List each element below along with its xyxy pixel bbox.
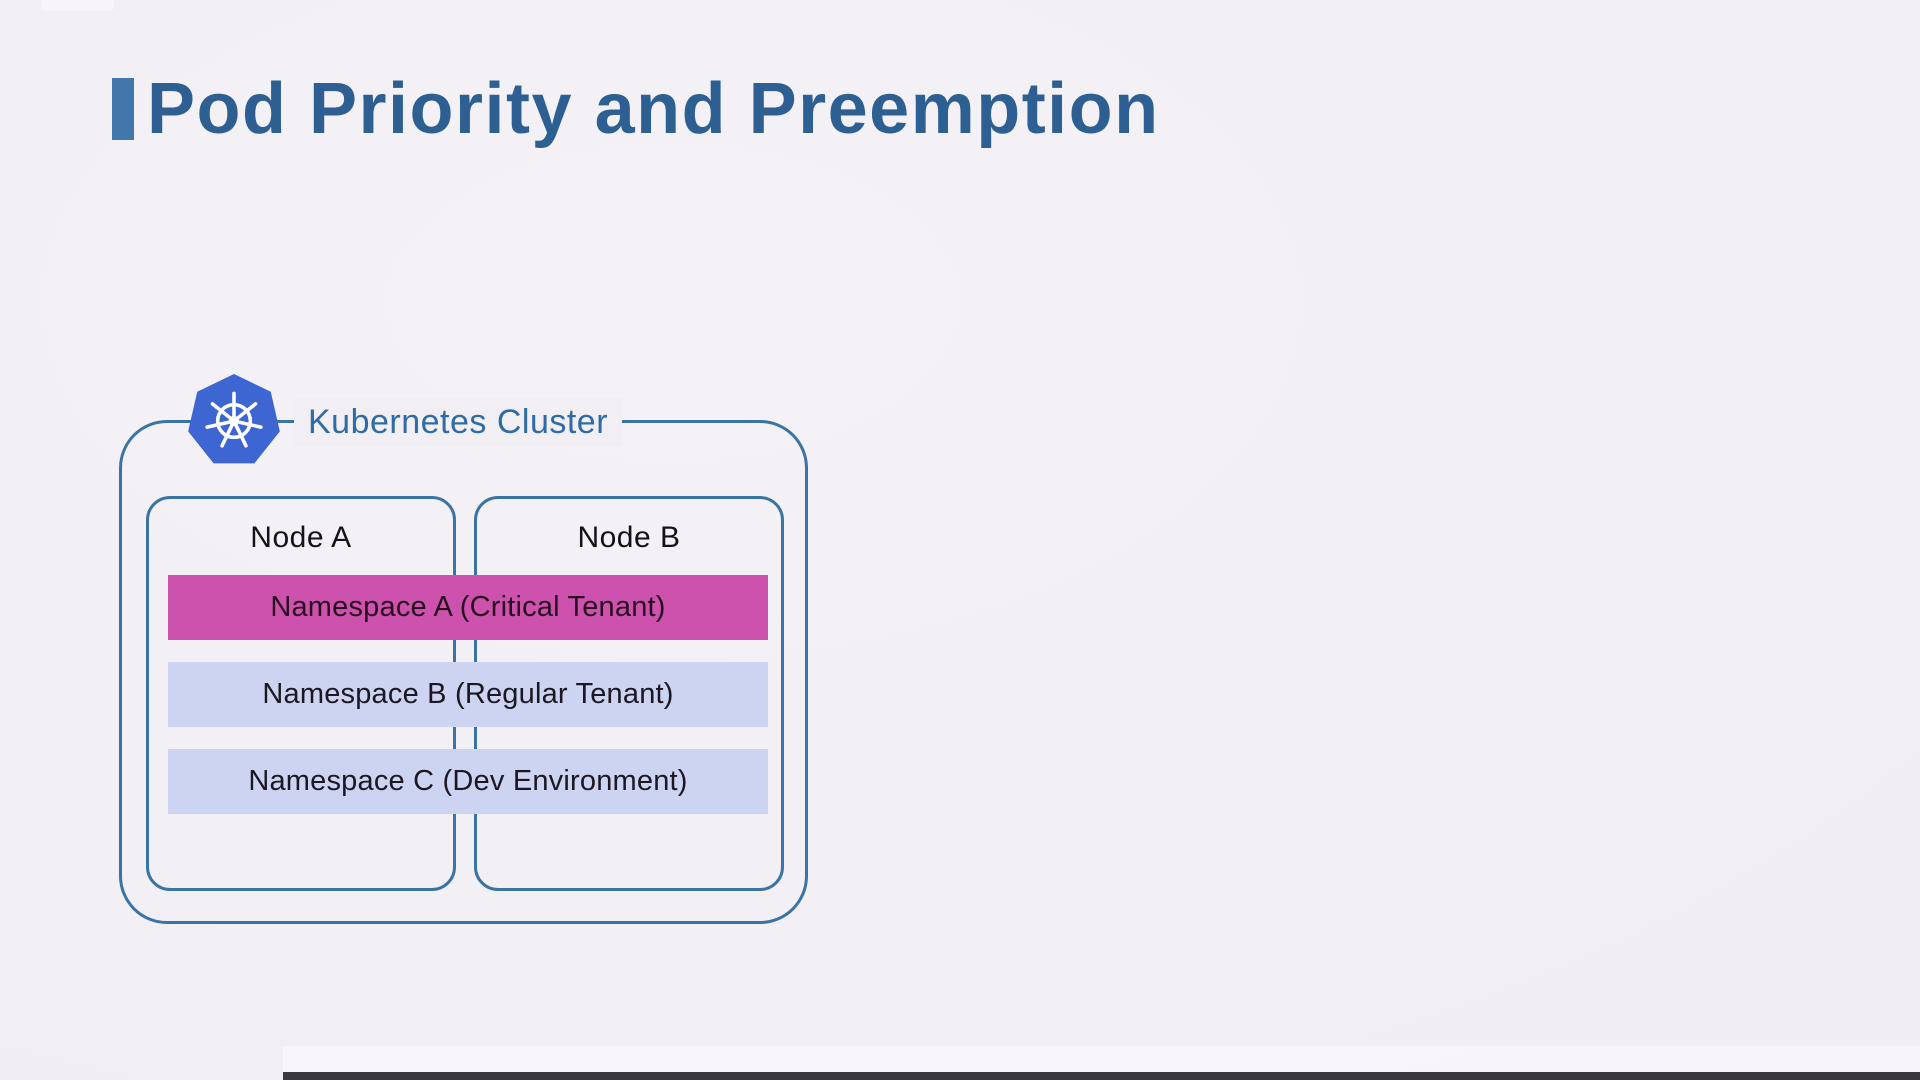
title-accent-bar: [112, 78, 134, 140]
kubernetes-logo-icon: [186, 373, 282, 469]
slide-header: Pod Priority and Preemption: [112, 68, 1160, 150]
node-b-label: Node B: [577, 521, 681, 554]
page-title: Pod Priority and Preemption: [147, 69, 1160, 149]
namespace-a-bar: Namespace A (Critical Tenant): [168, 575, 768, 640]
namespace-b-bar: Namespace B (Regular Tenant): [168, 662, 768, 727]
progress-track-highlight: [283, 1046, 1920, 1072]
node-a-label: Node A: [250, 521, 352, 554]
video-progress-bar[interactable]: [283, 1072, 1920, 1080]
namespace-c-bar: Namespace C (Dev Environment): [168, 749, 768, 814]
top-edge-artifact: [42, 0, 114, 11]
kubernetes-cluster-box: Kubernetes Cluster Node A Node B Namespa…: [119, 374, 808, 924]
kubernetes-cluster-label: Kubernetes Cluster: [294, 398, 623, 446]
